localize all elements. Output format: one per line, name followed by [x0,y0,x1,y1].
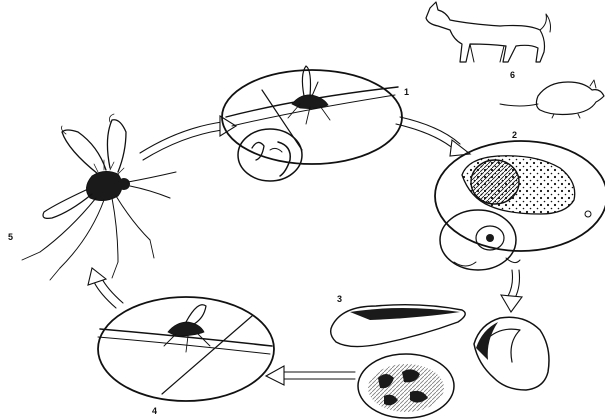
stage-5-sandfly-vector: 5 [8,114,176,280]
stage-label-3: 3 [337,294,342,304]
stage-label-1: 1 [404,87,409,97]
infected-cell-icon [462,156,591,217]
stage-1-skin-bite: 1 [222,66,409,181]
stage-label-6: 6 [510,70,515,80]
cycle-arrow-3-to-4 [266,366,355,385]
cycle-arrow-1-to-2 [396,117,470,156]
liver-icon [331,305,466,347]
spleen-icon [474,317,549,390]
rodent-icon [500,80,604,118]
dog-icon [426,2,551,62]
tissue-inset [358,354,454,418]
cycle-arrow-5-to-1 [140,116,236,160]
stage-label-5: 5 [8,232,13,242]
cycle-arrow-4-to-5 [88,268,123,308]
cycle-arrow-2-to-3 [501,270,522,312]
stage-label-2: 2 [512,130,517,140]
sandfly-vector-icon [22,114,176,280]
stage-label-4: 4 [152,406,157,416]
stage-3-organs: 3 [331,294,549,418]
stage-6-reservoir-hosts: 6 [426,2,604,118]
stage-4-skin-bite: 4 [98,297,274,416]
sandfly-icon [288,66,330,124]
sandfly-icon-2 [164,305,210,352]
